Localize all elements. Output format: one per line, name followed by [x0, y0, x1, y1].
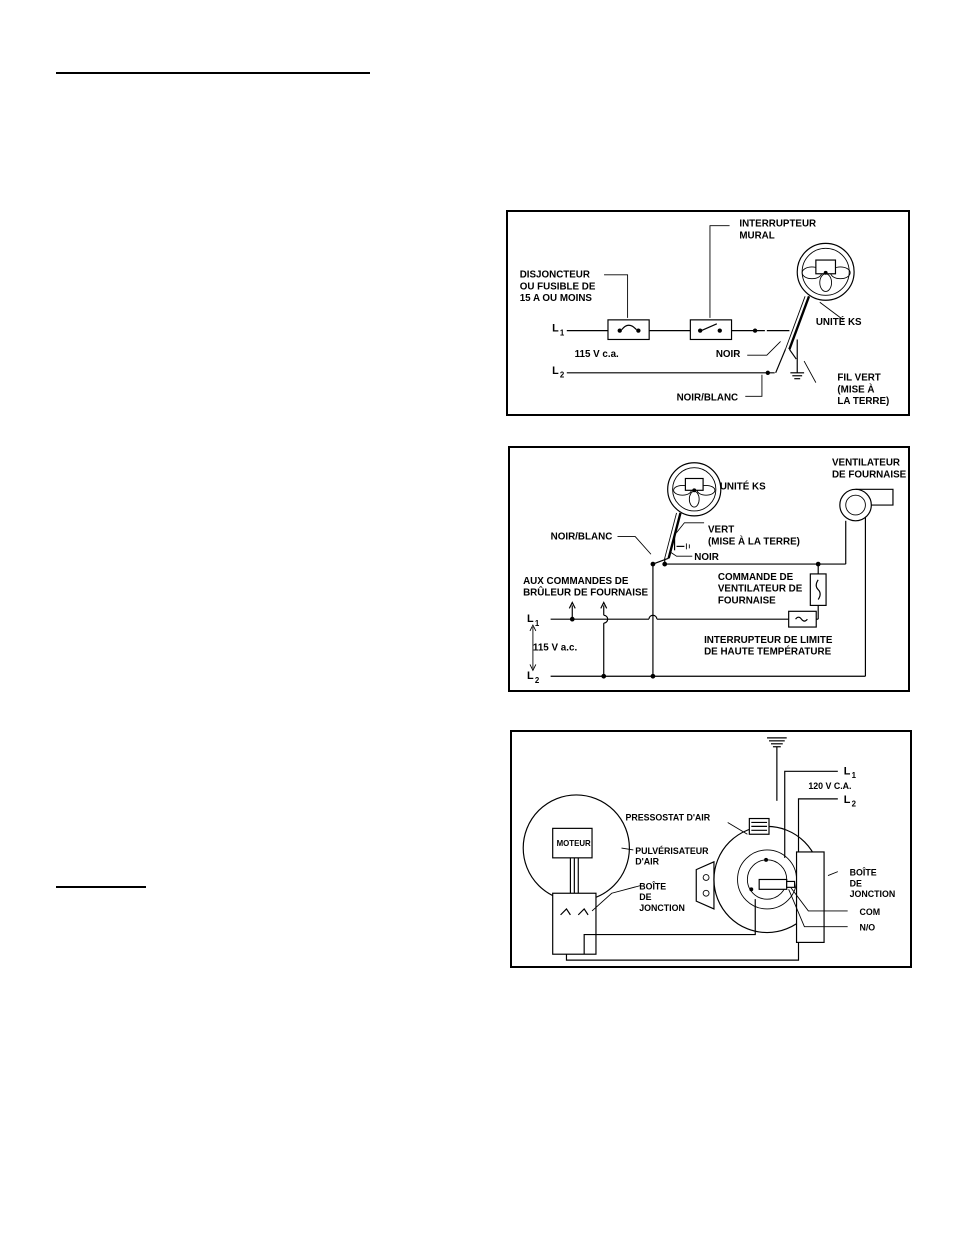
- label-disjoncteur-1: DISJONCTEUR: [520, 270, 590, 281]
- label-no: N/O: [859, 923, 875, 933]
- label-pressostat: PRESSOSTAT D'AIR: [625, 812, 710, 822]
- label-l1: L: [844, 765, 851, 777]
- label-moteur: MOTEUR: [557, 839, 591, 848]
- label-boite-right-1: BOÎTE: [850, 867, 877, 878]
- label-commande-2: VENTILATEUR DE: [718, 584, 803, 595]
- label-l1: L: [552, 323, 559, 335]
- label-l2-sub: 2: [535, 676, 540, 685]
- ks-unit-circle: [667, 462, 722, 517]
- label-l1: L: [527, 613, 534, 625]
- label-fil-vert-1: FIL VERT: [837, 373, 880, 384]
- left-junction-box: [552, 892, 597, 955]
- motor-box: [552, 827, 593, 859]
- heading-underline-bottom: [56, 886, 146, 888]
- label-interrupteur-limite-1: INTERRUPTEUR DE LIMITE: [704, 635, 833, 646]
- label-boite-right-2: DE: [850, 878, 862, 888]
- right-junction-box: [795, 851, 825, 943]
- furnace-fan: [839, 488, 872, 522]
- label-vert-2: (MISE À LA TERRE): [708, 535, 800, 547]
- label-pulverisateur-1: PULVÉRISATEUR: [635, 846, 709, 856]
- label-aux-commandes-2: BRÛLEUR DE FOURNAISE: [523, 587, 648, 599]
- label-pulverisateur-2: D'AIR: [635, 857, 659, 867]
- figure-1-diagram: INTERRUPTEUR MURAL DISJONCTEUR OU FUSIBL…: [520, 219, 890, 407]
- label-interrupteur-limite-2: DE HAUTE TEMPÉRATURE: [704, 646, 831, 658]
- label-noir-blanc: NOIR/BLANC: [551, 531, 613, 542]
- label-l1-sub: 1: [535, 619, 540, 628]
- label-unite-ks: UNITÉ KS: [816, 316, 862, 328]
- label-l1-sub: 1: [560, 329, 565, 338]
- label-boite-left-1: BOÎTE: [639, 880, 666, 891]
- label-fil-vert-3: LA TERRE): [837, 396, 889, 407]
- label-noir: NOIR: [716, 349, 741, 360]
- label-ventilateur-2: DE FOURNAISE: [832, 470, 907, 481]
- wall-switch-box: [689, 319, 733, 341]
- label-voltage: 115 V c.a.: [575, 349, 619, 360]
- label-noir-blanc: NOIR/BLANC: [677, 392, 739, 403]
- label-boite-left-2: DE: [639, 892, 651, 902]
- heading-underline-top: [56, 72, 370, 74]
- label-interrupteur-mural-2: MURAL: [739, 230, 774, 241]
- label-boite-left-3: JONCTION: [639, 903, 685, 913]
- figure-2-diagram: UNITÉ KS VENTILATEUR DE FOURNAISE NOIR/B…: [523, 458, 907, 685]
- figure-air-pressure-switch-wiring: L 1 120 V C.A. L 2 PRESSOSTAT D'AIR MOTE…: [510, 730, 912, 968]
- figure-furnace-fan-wiring: UNITÉ KS VENTILATEUR DE FOURNAISE NOIR/B…: [508, 446, 910, 692]
- label-ventilateur-1: VENTILATEUR: [832, 458, 900, 469]
- label-aux-commandes-1: AUX COMMANDES DE: [523, 576, 629, 587]
- label-commande-3: FOURNAISE: [718, 595, 776, 606]
- label-disjoncteur-3: 15 A OU MOINS: [520, 293, 593, 304]
- label-unite-ks: UNITÉ KS: [720, 480, 766, 492]
- label-noir: NOIR: [694, 552, 719, 563]
- label-interrupteur-mural-1: INTERRUPTEUR: [739, 219, 816, 230]
- label-vert-1: VERT: [708, 525, 734, 536]
- label-boite-right-3: JONCTION: [850, 889, 896, 899]
- label-l1-sub: 1: [852, 771, 857, 780]
- label-l2: L: [552, 365, 559, 377]
- label-fil-vert-2: (MISE À: [837, 383, 874, 395]
- label-voltage: 120 V C.A.: [808, 781, 851, 791]
- ks-unit-circle: [796, 242, 855, 301]
- label-commande-1: COMMANDE DE: [718, 572, 794, 583]
- label-disjoncteur-2: OU FUSIBLE DE: [520, 281, 596, 292]
- label-l2-sub: 2: [560, 371, 565, 380]
- label-voltage: 115 V a.c.: [533, 643, 578, 654]
- figure-wall-switch-wiring: INTERRUPTEUR MURAL DISJONCTEUR OU FUSIBL…: [506, 210, 910, 416]
- label-l2: L: [527, 670, 534, 682]
- breaker-box: [607, 319, 650, 341]
- label-l2: L: [844, 794, 851, 806]
- figure-3-diagram: L 1 120 V C.A. L 2 PRESSOSTAT D'AIR MOTE…: [522, 737, 896, 961]
- label-com: COM: [859, 907, 880, 917]
- label-l2-sub: 2: [852, 800, 857, 809]
